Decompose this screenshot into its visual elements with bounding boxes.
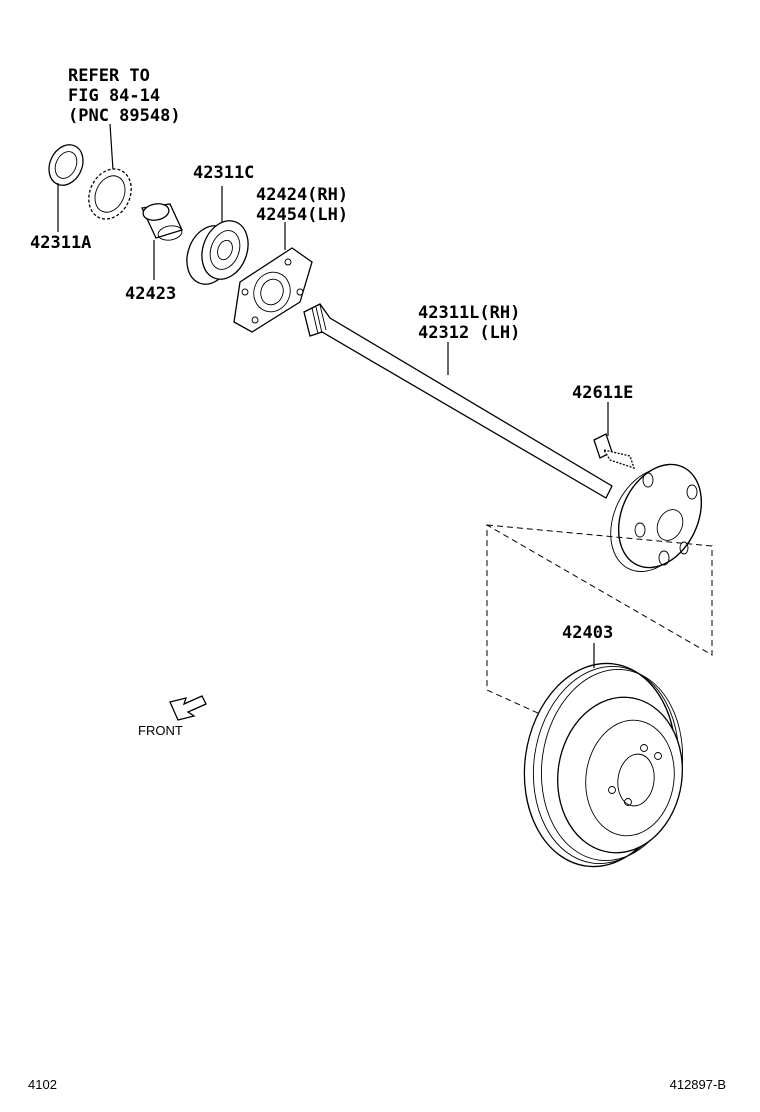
label-42311C: 42311C [193,163,254,183]
alignment-dash-lines [486,524,713,715]
refer-note-line2: FIG 84-14 [68,86,160,106]
part-axle-shaft: 42311L(RH) 42312 (LH) [303,303,702,572]
label-42403: 42403 [562,623,613,643]
label-42454: 42454(LH) [256,205,348,225]
label-42424: 42424(RH) [256,185,348,205]
refer-note-line3: (PNC 89548) [68,106,181,126]
part-bearing-42311C: 42311C [186,163,254,285]
part-retainer-plate: 42424(RH) 42454(LH) [233,185,348,333]
footer-right-code: 412897-B [670,1077,726,1092]
label-42311A: 42311A [30,233,91,253]
footer-left-code: 4102 [28,1077,57,1092]
part-brake-drum-42403: 42403 [523,623,684,868]
front-label: FRONT [138,723,183,738]
label-42311L: 42311L(RH) [418,303,520,323]
part-sensor-rotor [88,168,132,220]
label-42611E: 42611E [572,383,633,403]
front-arrow-icon: FRONT [138,695,207,738]
refer-note: REFER TO FIG 84-14 (PNC 89548) [68,66,181,171]
refer-note-line1: REFER TO [68,66,150,86]
part-hub-bolt-42611E: 42611E [572,383,636,470]
label-42423: 42423 [125,284,176,304]
part-oil-seal-42311A: 42311A [30,144,91,253]
part-spacer-42423: 42423 [125,203,183,304]
label-42312: 42312 (LH) [418,323,520,343]
